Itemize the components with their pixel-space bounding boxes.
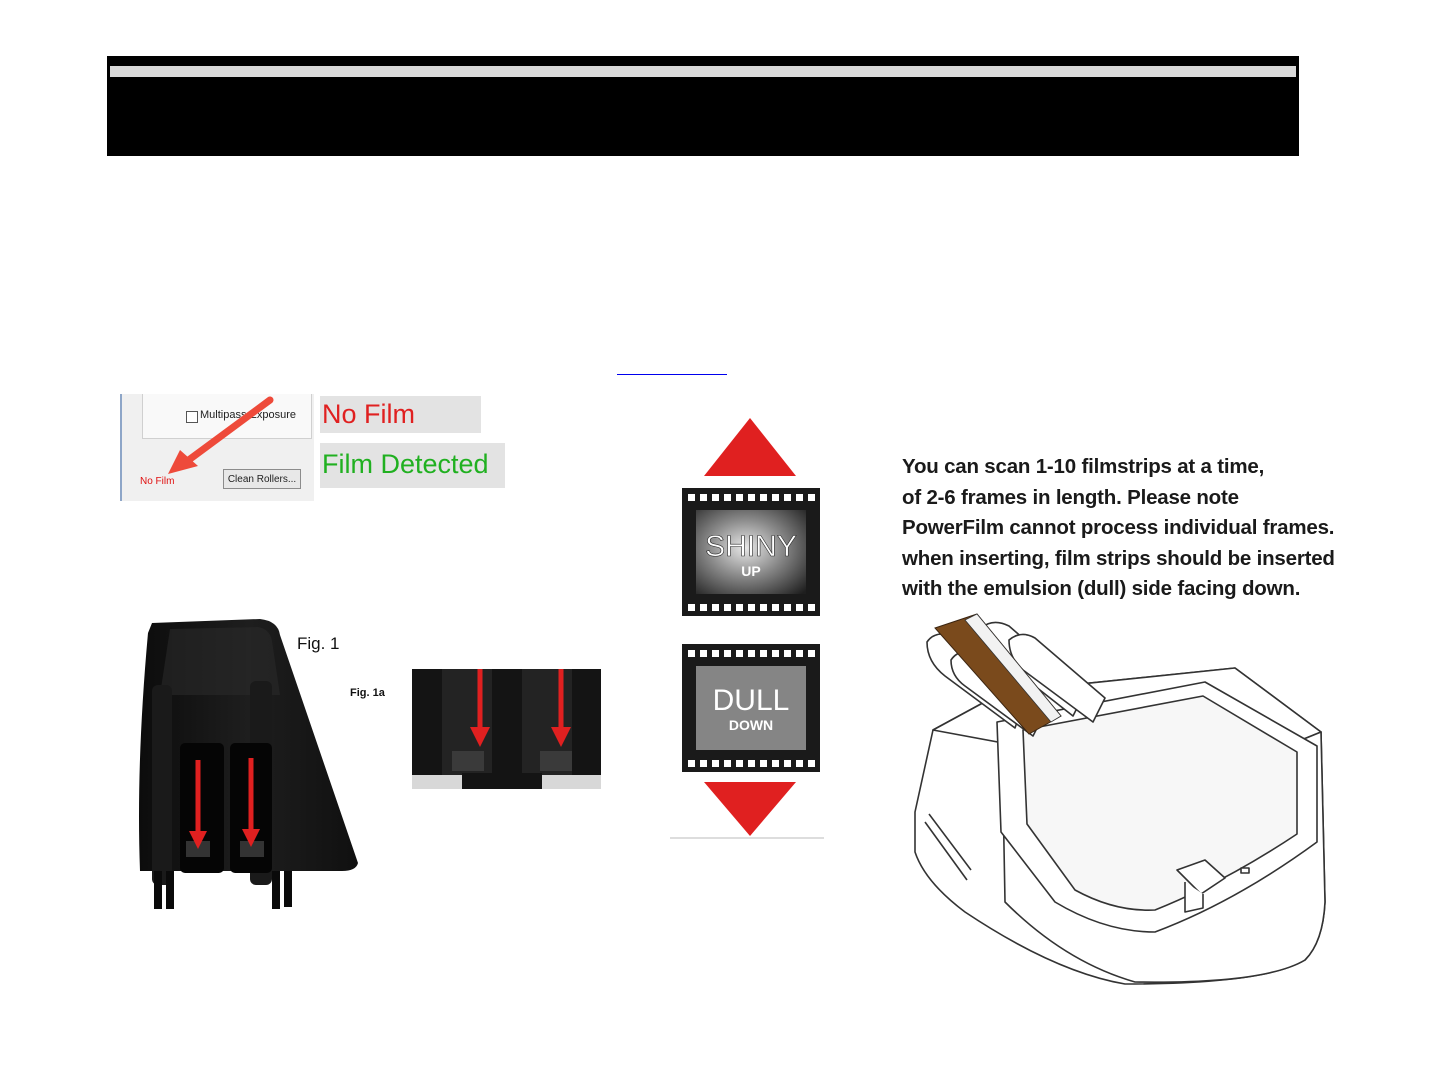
- scan-instructions: You can scan 1-10 filmstrips at a time, …: [902, 452, 1422, 605]
- sprocket-hole: [772, 494, 779, 501]
- instruction-line: PowerFilm cannot process individual fram…: [902, 516, 1335, 539]
- software-screenshot: Multipass Exposure No Film Clean Rollers…: [120, 394, 314, 501]
- sprocket-hole: [724, 494, 731, 501]
- instruction-line: You can scan 1-10 filmstrips at a time,: [902, 455, 1265, 478]
- down-arrow-icon: [242, 758, 260, 847]
- shiny-text: SHINY: [705, 530, 797, 563]
- figure-1-label: Fig. 1: [297, 634, 340, 653]
- sprocket-hole: [736, 650, 743, 657]
- sprocket-hole: [796, 650, 803, 657]
- sprocket-hole: [796, 494, 803, 501]
- sprocket-hole: [688, 604, 695, 611]
- instruction-line: with the emulsion (dull) side facing dow…: [902, 577, 1301, 600]
- sprocket-hole: [784, 494, 791, 501]
- film-strip: [934, 613, 1062, 735]
- sprocket-hole: [748, 604, 755, 611]
- film-status-label: No Film: [140, 476, 175, 487]
- sprocket-hole: [808, 494, 815, 501]
- dull-film-frame: DULL DOWN: [682, 644, 820, 772]
- sprocket-hole: [784, 650, 791, 657]
- sprocket-hole: [760, 760, 767, 767]
- film-holder-photo: [139, 619, 358, 909]
- sprocket-hole: [760, 650, 767, 657]
- clean-rollers-button[interactable]: Clean Rollers...: [223, 469, 301, 489]
- sprocket-hole: [688, 760, 695, 767]
- film-detected-badge: Film Detected: [320, 443, 505, 488]
- pointer-arrow-icon: [168, 396, 274, 474]
- hyperlink-underline[interactable]: [617, 374, 727, 375]
- header-banner-stripe: [110, 66, 1296, 77]
- shiny-film-frame: SHINY UP: [682, 488, 820, 616]
- down-arrow-icon: [551, 669, 571, 747]
- instruction-line: when inserting, film strips should be in…: [902, 546, 1335, 570]
- sprocket-hole: [796, 760, 803, 767]
- sprocket-hole: [724, 760, 731, 767]
- orientation-graphic: SHINY UP DULL DOWN: [670, 418, 824, 839]
- sprocket-hole: [724, 604, 731, 611]
- no-film-badge: No Film: [320, 396, 481, 433]
- sprocket-hole: [712, 494, 719, 501]
- sprocket-hole: [796, 604, 803, 611]
- sprocket-hole: [688, 650, 695, 657]
- multipass-checkbox[interactable]: [186, 411, 198, 423]
- sprocket-hole: [712, 604, 719, 611]
- sprocket-hole: [808, 650, 815, 657]
- sprocket-hole: [748, 650, 755, 657]
- sprocket-hole: [808, 760, 815, 767]
- film-holder-closeup-photo: [412, 669, 601, 789]
- sprocket-hole: [700, 494, 707, 501]
- sprocket-hole: [760, 494, 767, 501]
- sprocket-hole: [712, 650, 719, 657]
- sprocket-hole: [760, 604, 767, 611]
- sprocket-hole: [712, 760, 719, 767]
- sprocket-hole: [700, 604, 707, 611]
- scanner-illustration: [914, 613, 1326, 985]
- up-arrow-icon: [704, 418, 796, 476]
- sprocket-hole: [748, 760, 755, 767]
- down-text: DOWN: [729, 717, 773, 733]
- sprocket-hole: [772, 650, 779, 657]
- dull-text: DULL: [713, 684, 790, 717]
- sprocket-hole: [700, 650, 707, 657]
- sprocket-hole: [688, 494, 695, 501]
- sprocket-hole: [784, 604, 791, 611]
- sprocket-hole: [748, 494, 755, 501]
- closeup-graphic: [412, 669, 601, 789]
- up-text: UP: [741, 563, 760, 579]
- sprocket-hole: [784, 760, 791, 767]
- sprocket-hole: [772, 604, 779, 611]
- down-arrow-icon: [189, 760, 207, 849]
- down-arrow-icon: [704, 782, 796, 836]
- sprocket-hole: [736, 494, 743, 501]
- sprocket-hole: [808, 604, 815, 611]
- instruction-line: of 2-6 frames in length. Please note: [902, 485, 1239, 509]
- sprocket-hole: [736, 760, 743, 767]
- sprocket-hole: [724, 650, 731, 657]
- down-arrow-icon: [470, 669, 490, 747]
- sprocket-hole: [772, 760, 779, 767]
- sprocket-hole: [736, 604, 743, 611]
- figure-1a-label: Fig. 1a: [350, 687, 385, 699]
- sprocket-hole: [700, 760, 707, 767]
